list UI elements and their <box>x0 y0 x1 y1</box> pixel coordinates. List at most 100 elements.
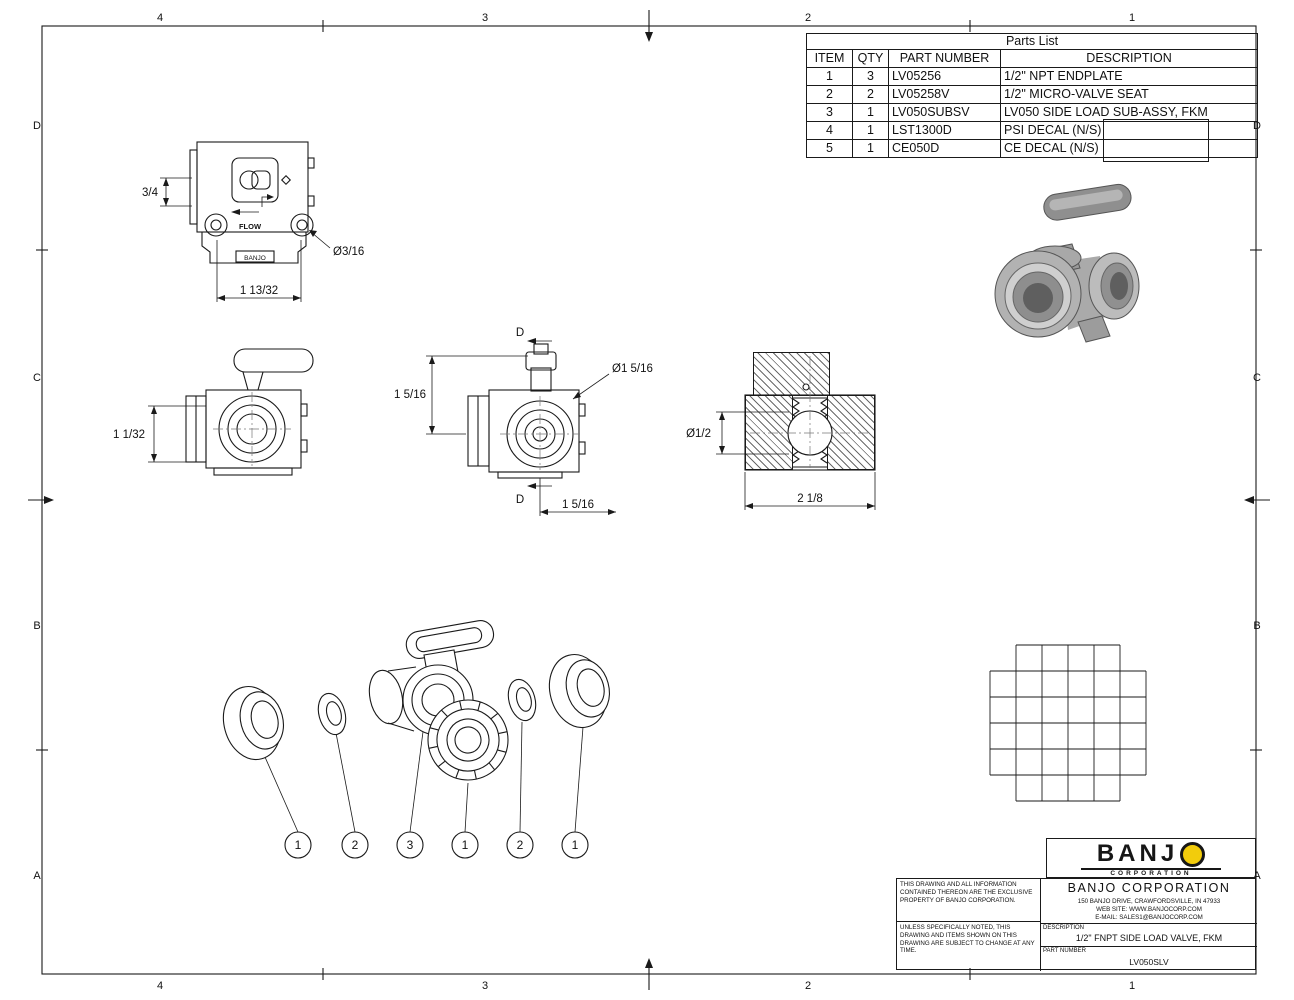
cell-description: 1/2" NPT ENDPLATE <box>999 67 1259 86</box>
title-block-right: BANJO CORPORATION 150 BANJO DRIVE, CRAWF… <box>1041 879 1257 971</box>
zone-label: 2 <box>805 980 811 992</box>
zone-label: 1 <box>1129 12 1135 24</box>
logo-underline <box>1081 868 1221 870</box>
dim-1-5-16-width: 1 5/16 <box>539 478 616 516</box>
balloon <box>451 831 479 859</box>
company-website: WEB SITE: WWW.BANJOCORP.COM <box>1096 906 1202 913</box>
zone-label: 2 <box>805 12 811 24</box>
table-row: 1 3 LV05256 1/2" NPT ENDPLATE <box>806 67 1259 86</box>
description-label: DESCRIPTION <box>1043 925 1085 931</box>
center-mark-bottom <box>645 958 653 990</box>
dim-2-1-8: 2 1/8 <box>744 472 876 510</box>
cell-item: 5 <box>806 139 853 158</box>
description-value: 1/2" FNPT SIDE LOAD VALVE, FKM <box>1075 933 1223 943</box>
balloon-number: 2 <box>352 838 359 852</box>
balloon-number: 1 <box>295 838 302 852</box>
section-view: D D 1 5/16 Ø1 5/16 <box>394 327 653 516</box>
balloon-number: 2 <box>517 838 524 852</box>
balloon-number: 1 <box>462 838 469 852</box>
balloon-number: 1 <box>572 838 579 852</box>
balloon <box>341 831 369 859</box>
dim-label: 1 5/16 <box>394 389 426 401</box>
leader-hole-dia: Ø3/16 <box>309 230 364 258</box>
cell-item: 1 <box>806 67 853 86</box>
sheet-frame <box>28 10 1270 990</box>
part-endplate-center <box>427 699 509 781</box>
cell-item: 3 <box>806 103 853 122</box>
flow-arrow <box>231 194 274 215</box>
zone-label: C <box>1253 372 1261 384</box>
dim-label: Ø3/16 <box>333 246 364 258</box>
cell-part-number: LV05256 <box>888 67 1001 86</box>
parts-list-header-row: ITEM QTY PART NUMBER DESCRIPTION <box>806 49 1259 68</box>
cell-qty: 1 <box>852 121 889 140</box>
knurl-ticks <box>428 700 508 780</box>
center-mark-right <box>1244 496 1270 504</box>
handle-boss <box>231 157 279 203</box>
section-label-bottom: D <box>516 483 552 506</box>
dim-label: 1 5/16 <box>562 499 594 511</box>
part-body-subassembly <box>368 620 495 736</box>
zone-label: 4 <box>157 980 163 992</box>
cross-section-view: Ø1/2 2 1/8 <box>686 356 876 510</box>
table-row: 2 2 LV05258V 1/2" MICRO-VALVE SEAT <box>806 85 1259 104</box>
dim-1-1-32: 1 1/32 <box>113 405 206 463</box>
center-mark-top <box>645 10 653 42</box>
cell-qty: 2 <box>852 85 889 104</box>
cell-part-number: LV050SUBSV <box>888 103 1001 122</box>
company-email: E-MAIL: SALES1@BANJOCORP.COM <box>1095 914 1203 921</box>
section-label-top: D <box>516 327 552 344</box>
col-header-part-number: PART NUMBER <box>888 49 1001 68</box>
zone-label: 3 <box>482 12 488 24</box>
section-letter: D <box>516 494 524 506</box>
dim-label: 1 13/32 <box>240 285 278 297</box>
cell-qty: 1 <box>852 103 889 122</box>
cell-item: 4 <box>806 121 853 140</box>
cell-qty: 1 <box>852 139 889 158</box>
cell-item: 2 <box>806 85 853 104</box>
dim-label: 3/4 <box>142 187 159 199</box>
col-header-description: DESCRIPTION <box>999 49 1259 68</box>
company-address: 150 BANJO DRIVE, CRAWFORDSVILLE, IN 4793… <box>1077 898 1221 905</box>
part-endplate-left <box>222 686 284 761</box>
valve-handle <box>233 348 314 373</box>
balloon-leaders <box>264 721 584 833</box>
balloon <box>561 831 589 859</box>
flow-label: FLOW <box>239 222 262 231</box>
legal-notice-changes: UNLESS SPECIFICALLY NOTED, THIS DRAWING … <box>897 922 1041 971</box>
parts-list-title: Parts List <box>805 33 1259 50</box>
zone-label: D <box>33 120 41 132</box>
part-number-cell: PART NUMBER LV050SLV <box>1041 946 1257 971</box>
col-header-qty: QTY <box>852 49 889 68</box>
cell-part-number: LV05258V <box>888 85 1001 104</box>
table-row: 5 1 CE050D CE DECAL (N/S) <box>806 139 1259 158</box>
grid-pattern <box>989 644 1147 802</box>
part-endplate-right <box>548 654 610 729</box>
cell-part-number: LST1300D <box>888 121 1001 140</box>
port-hole <box>290 213 314 237</box>
dim-1-5-16-height: 1 5/16 <box>394 355 528 435</box>
cell-description: 1/2" MICRO-VALVE SEAT <box>999 85 1259 104</box>
valve-stem <box>525 351 557 371</box>
brand-mark-label: BANJO <box>244 255 266 262</box>
description-cell: DESCRIPTION 1/2" FNPT SIDE LOAD VALVE, F… <box>1041 923 1257 946</box>
balloon-callouts: 1 2 3 1 2 1 <box>284 831 589 859</box>
parts-list-table: Parts List ITEM QTY PART NUMBER DESCRIPT… <box>805 33 1259 158</box>
zone-label: 3 <box>482 980 488 992</box>
dim-label: Ø1 5/16 <box>612 363 653 375</box>
logo-text: BANJ <box>1096 840 1179 867</box>
cell-part-number: CE050D <box>888 139 1001 158</box>
logo-o-circle: O <box>1180 841 1206 867</box>
part-seat-right <box>507 678 537 722</box>
zone-label: A <box>33 870 41 882</box>
front-view: 1 1/32 <box>113 348 314 476</box>
handle-3d <box>1043 183 1132 221</box>
zone-label: B <box>33 620 40 632</box>
banjo-logo: BANJO CORPORATION <box>1046 838 1256 878</box>
col-header-item: ITEM <box>806 49 853 68</box>
cell-description: CE DECAL (N/S) <box>999 139 1259 158</box>
dim-1-13-32: 1 13/32 <box>216 240 302 302</box>
part-number-label: PART NUMBER <box>1043 948 1087 954</box>
